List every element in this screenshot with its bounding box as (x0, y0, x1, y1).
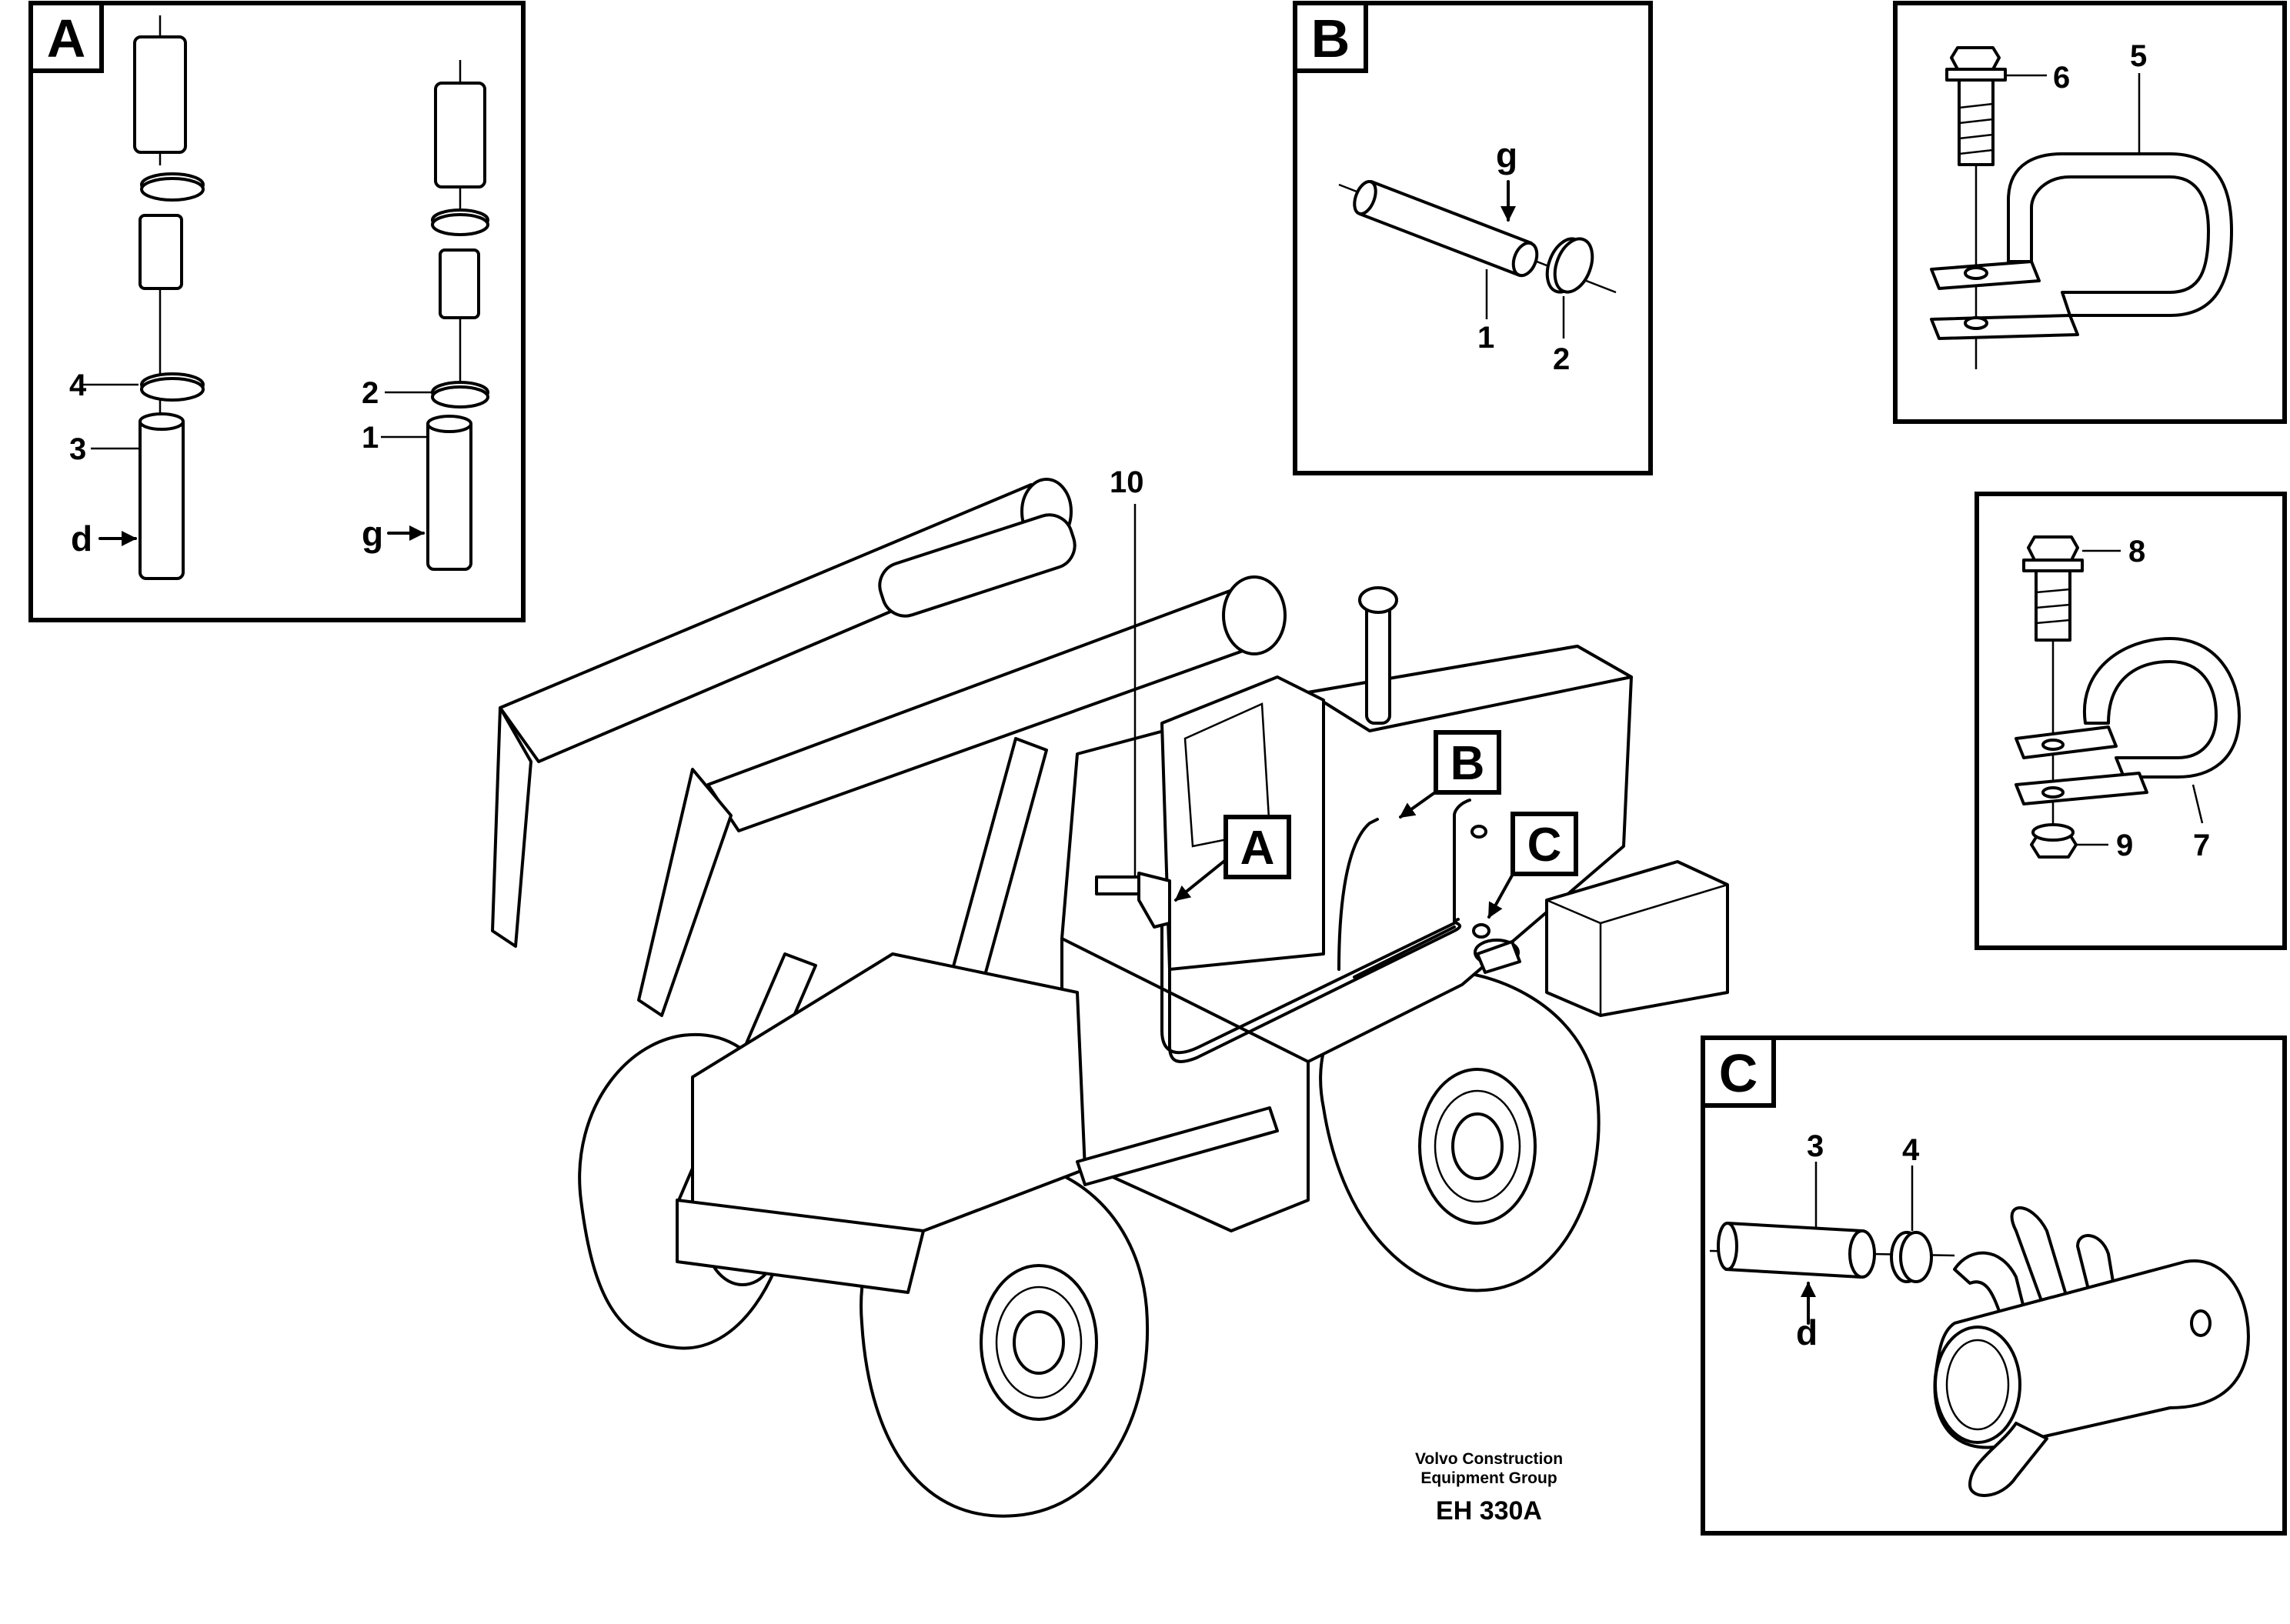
drawing-code: EH 330A (1436, 1496, 1542, 1526)
detail-panel-b: B g 1 2 (1293, 1, 1653, 475)
panel-a-left-hose-assembly: 4 3 d (69, 15, 205, 580)
radiator-box (1545, 860, 1729, 1017)
label-clamp-4: 4 (1902, 1133, 1920, 1167)
label-clamp-2: 2 (1553, 342, 1570, 376)
callout-b-box (1434, 730, 1501, 795)
label-hose-1: 1 (1477, 321, 1494, 355)
label-flow-g: g (1496, 135, 1517, 175)
label-flow-g: g (362, 514, 383, 554)
label-clamp-4: 4 (69, 368, 87, 402)
label-flow-d: d (1796, 1312, 1818, 1352)
publisher-credit: Volvo Construction Equipment Group EH 33… (1415, 1450, 1563, 1526)
panel-c-tag: C (1719, 1043, 1758, 1103)
callout-a: A (1240, 822, 1275, 875)
panel-a-right-hose-assembly: 2 1 g (362, 60, 489, 571)
label-hose-3: 3 (1807, 1129, 1824, 1163)
label-bolt-6: 6 (2053, 61, 2070, 95)
callout-c-box (1511, 812, 1578, 876)
label-clip-5: 5 (2130, 39, 2147, 73)
credit-line-1: Volvo Construction (1415, 1450, 1563, 1468)
label-hose-1: 1 (362, 421, 379, 455)
front-wheel (860, 1159, 1149, 1518)
credit-line-2: Equipment Group (1420, 1469, 1557, 1487)
label-clip-7: 7 (2193, 829, 2210, 862)
rear-wheel (1319, 968, 1601, 1292)
label-nut-9: 9 (2116, 829, 2133, 862)
label-flow-d: d (71, 519, 92, 559)
detail-panel-c: C 3 4 d (1701, 1035, 2287, 1536)
label-bolt-8: 8 (2128, 535, 2145, 569)
hydraulic-hose-pair (1160, 799, 1471, 1055)
callout-c: C (1527, 819, 1562, 872)
detail-panel-clip-lower: 8 9 7 (1975, 492, 2287, 950)
panel-a-tag: A (47, 8, 86, 68)
wheel-loader-illustration: 10 A B C (491, 465, 1729, 1518)
detail-panel-a: A 4 3 d (28, 1, 526, 622)
callout-a-box (1223, 815, 1291, 879)
detail-panel-clip-upper: 6 5 (1893, 1, 2287, 424)
label-clamp-2: 2 (362, 376, 379, 410)
callout-b: B (1450, 737, 1485, 790)
panel-b-tag: B (1311, 8, 1350, 68)
label-hose-assembly-10: 10 (1110, 465, 1144, 499)
label-hose-3: 3 (69, 432, 86, 466)
